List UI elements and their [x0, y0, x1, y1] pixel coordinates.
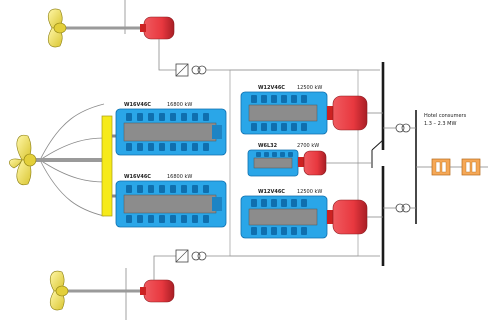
- genset-2-engine: [247, 149, 299, 177]
- converter-icon: [431, 158, 451, 176]
- main-engine-1-power: 16800 kW: [167, 102, 192, 108]
- genset-3-model: W12V46C: [258, 189, 285, 195]
- transformer-icon: [395, 123, 411, 133]
- hotel-label-line2: 1.3 – 2.3 MW: [424, 121, 456, 127]
- main-engine-2-model: W16V46C: [124, 174, 151, 180]
- top-pod-propeller-unit: [48, 0, 175, 48]
- electric-motor-icon: [140, 279, 175, 303]
- genset-2-generator: [298, 150, 327, 176]
- converter-icon: [461, 158, 481, 176]
- genset-1-generator: [327, 95, 368, 131]
- main-engine-2-power: 16800 kW: [167, 174, 192, 180]
- genset-3-generator: [327, 199, 368, 235]
- genset-3-engine: [240, 195, 328, 239]
- main-engine-2: [115, 180, 227, 228]
- centre-propeller-unit: [9, 103, 118, 217]
- genset-1-engine: [240, 91, 328, 135]
- propeller-icon: [50, 270, 69, 311]
- breaker-icon: [371, 139, 384, 168]
- propeller-icon: [9, 134, 37, 186]
- transformer-icon: [191, 251, 207, 261]
- genset-2-power: 2700 kW: [297, 143, 319, 149]
- propeller-icon: [48, 8, 67, 48]
- bottom-pod-propeller-unit: [50, 268, 175, 320]
- electric-motor-icon: [140, 16, 175, 40]
- genset-1-power: 12500 kW: [297, 85, 322, 91]
- genset-2-model: W6L32: [258, 143, 278, 149]
- genset-3-power: 12500 kW: [297, 189, 322, 195]
- converter-icon: [175, 249, 189, 263]
- transformer-icon: [395, 203, 411, 213]
- main-engine-1: [115, 108, 227, 156]
- main-engine-1-model: W16V46C: [124, 102, 151, 108]
- transformer-icon: [191, 65, 207, 75]
- gearbox-icon: [101, 115, 118, 217]
- converter-icon: [175, 63, 189, 77]
- hotel-label-line1: Hotel consumers: [424, 113, 467, 119]
- genset-1-model: W12V46C: [258, 85, 285, 91]
